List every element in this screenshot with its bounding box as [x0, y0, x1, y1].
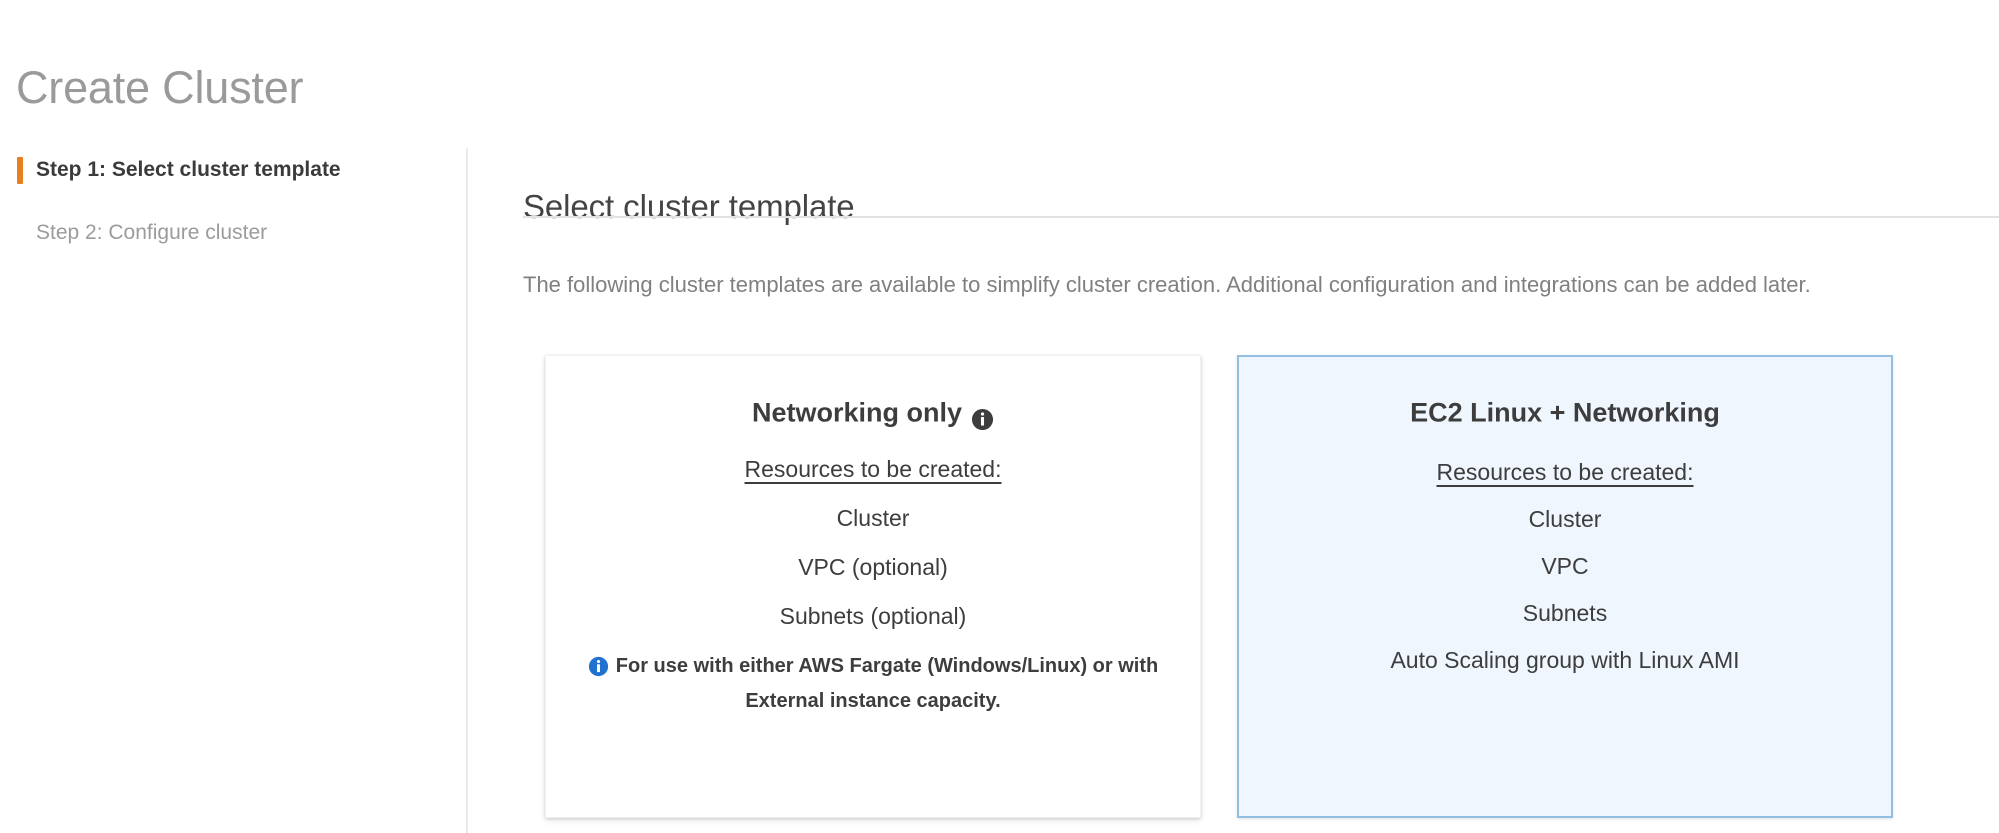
- sidebar-item-label: Step 1: Select cluster template: [36, 158, 341, 181]
- template-card-networking-only[interactable]: Networking only Resources to be created:…: [545, 355, 1201, 818]
- section-divider: [523, 216, 1999, 218]
- sidebar-item-label: Step 2: Configure cluster: [36, 221, 268, 244]
- card-resource-list: Cluster VPC (optional) Subnets (optional…: [546, 503, 1200, 631]
- list-item: VPC (optional): [798, 554, 948, 581]
- list-item: Cluster: [836, 505, 910, 532]
- card-title-text: Networking only: [751, 397, 962, 428]
- list-item: Cluster: [1528, 506, 1602, 533]
- info-icon[interactable]: [971, 400, 994, 431]
- list-item: Auto Scaling group with Linux AMI: [1390, 647, 1740, 674]
- sidebar-item-step-2[interactable]: Step 2: Configure cluster: [0, 219, 466, 247]
- template-card-ec2-linux-networking[interactable]: EC2 Linux + Networking Resources to be c…: [1237, 355, 1893, 818]
- page-title: Create Cluster: [16, 62, 304, 114]
- sidebar-item-step-1[interactable]: Step 1: Select cluster template: [0, 156, 466, 184]
- card-resources-subhead: Resources to be created:: [1436, 459, 1694, 486]
- card-title: EC2 Linux + Networking: [1239, 389, 1891, 435]
- main-content: Select cluster template The following cl…: [470, 0, 1999, 833]
- card-note-text: For use with either AWS Fargate (Windows…: [615, 655, 1159, 712]
- section-description: The following cluster templates are avai…: [523, 272, 1811, 297]
- list-item: Subnets: [1522, 600, 1608, 627]
- card-resource-list: Cluster VPC Subnets Auto Scaling group w…: [1239, 504, 1891, 675]
- card-title-text: EC2 Linux + Networking: [1410, 397, 1720, 428]
- info-icon: [588, 654, 609, 677]
- active-step-indicator: [17, 157, 23, 184]
- section-heading: Select cluster template: [523, 188, 855, 226]
- list-item: VPC: [1541, 553, 1589, 580]
- list-item: Subnets (optional): [779, 603, 967, 630]
- wizard-sidebar: Step 1: Select cluster template Step 2: …: [0, 148, 468, 833]
- card-resources-subhead: Resources to be created:: [744, 456, 1002, 483]
- card-title: Networking only: [546, 389, 1200, 435]
- card-note: For use with either AWS Fargate (Windows…: [586, 649, 1160, 719]
